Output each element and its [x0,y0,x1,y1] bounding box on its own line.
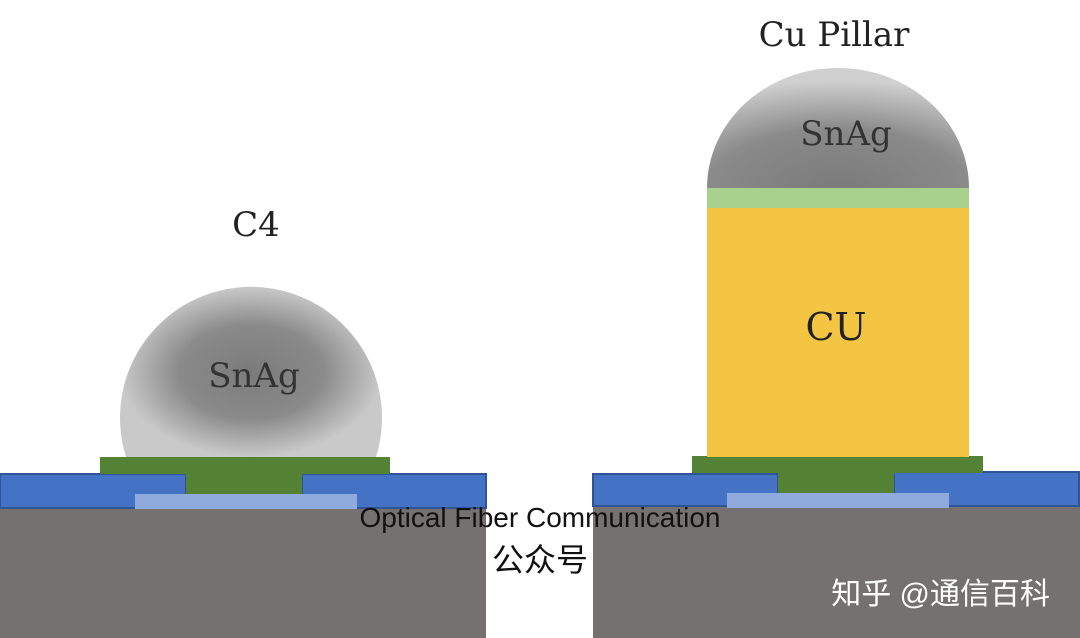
left-substrate [0,508,486,638]
left-metal-pad [135,494,357,509]
snag-cap-label: SnAg [800,114,892,154]
c4-solder-ball [120,286,383,457]
c4-solder-label: SnAg [208,356,300,396]
left-ubm-stem [186,472,302,494]
copper-pillar-label: CU [805,305,866,349]
c4-title: C4 [232,205,280,245]
right-ubm-top [692,456,983,473]
right-substrate [593,506,1080,638]
right-metal-pad [727,493,949,508]
copper-pillar [707,208,969,457]
wetting-layer [707,188,969,208]
brand-watermark: 知乎 @通信百科 [831,578,1050,611]
cu-pillar-title: Cu Pillar [759,15,910,55]
cu-pillar-group: SnAg CU Cu Pillar [592,15,1080,638]
watermark-line2: 公众号 [492,542,588,578]
snag-cap [707,68,969,188]
c4-bump-group: SnAg C4 [0,205,487,638]
watermark-line1: Optical Fiber Communication [359,502,720,533]
left-ubm-top [100,457,390,474]
right-ubm-stem [778,471,894,493]
